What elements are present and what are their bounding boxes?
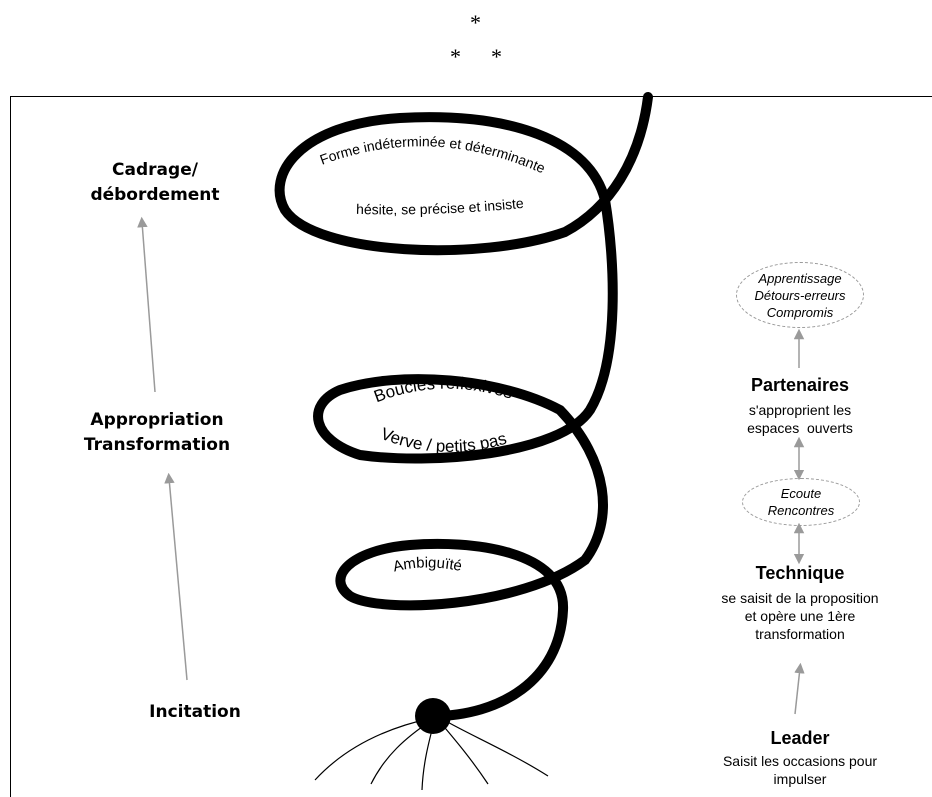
stage-cadrage-line2: débordement <box>90 185 220 205</box>
bubble-ecoute: Ecoute Rencontres <box>742 478 860 526</box>
stage-appropriation-line1: Appropriation <box>90 410 224 430</box>
role-leader-desc-line2: impulser <box>773 771 827 787</box>
role-partenaires-desc-line1: s'approprient les <box>748 402 852 418</box>
spiral-line <box>274 92 653 721</box>
role-partenaires-title: Partenaires <box>750 375 850 395</box>
stage-cadrage-line1: Cadrage/ <box>112 160 198 180</box>
arrow-leader-to-technique <box>794 662 805 715</box>
role-leader-desc: Saisit les occasions pour impulser <box>690 752 910 788</box>
role-partenaires-desc-line2: espaces ouverts <box>747 420 853 436</box>
bubble-apprentissage: Apprentissage Détours-erreurs Compromis <box>736 262 864 328</box>
spiral-origin-dot <box>415 698 451 734</box>
bubble-ecoute-line2: Rencontres <box>767 503 835 518</box>
loop1-upper-label: Forme indéterminée et déterminante <box>318 133 548 176</box>
stage-cadrage: Cadrage/ débordement <box>60 158 250 208</box>
bubble-apprentissage-line2: Détours-erreurs <box>754 287 846 303</box>
asterisk-left: * <box>450 44 461 69</box>
role-technique-desc-line1: se saisit de la proposition <box>721 590 879 606</box>
role-leader-desc-line1: Saisit les occasions pour <box>722 753 878 769</box>
arrow-incitation-to-appropriation <box>164 472 188 681</box>
role-technique-desc: se saisit de la proposition et opère une… <box>690 589 910 643</box>
arrow-appropriation-to-cadrage <box>137 216 156 393</box>
stage-appropriation: Appropriation Transformation <box>62 408 252 458</box>
bubble-apprentissage-line3: Compromis <box>766 304 834 320</box>
stage-incitation: Incitation <box>149 702 241 722</box>
loop1-lower-label: hésite, se précise et insiste <box>356 195 525 218</box>
role-partenaires-desc: s'approprient les espaces ouverts <box>690 401 910 437</box>
loop2-lower-label: Verve / petits pas <box>378 424 508 456</box>
role-leader-title: Leader <box>770 728 830 748</box>
stage-appropriation-line2: Transformation <box>83 435 231 455</box>
loop3-label: Ambiguïté <box>391 554 463 575</box>
role-technique-desc-line2: et opère une 1ère <box>744 608 856 624</box>
bubble-ecoute-line1: Ecoute <box>780 486 822 501</box>
bubble-apprentissage-line1: Apprentissage <box>758 270 842 286</box>
diagram-frame <box>10 96 932 797</box>
asterisk-top: * <box>470 10 481 35</box>
asterisk-right: * <box>491 44 502 69</box>
role-technique-title: Technique <box>755 563 845 583</box>
role-technique-desc-line3: transformation <box>755 626 845 642</box>
